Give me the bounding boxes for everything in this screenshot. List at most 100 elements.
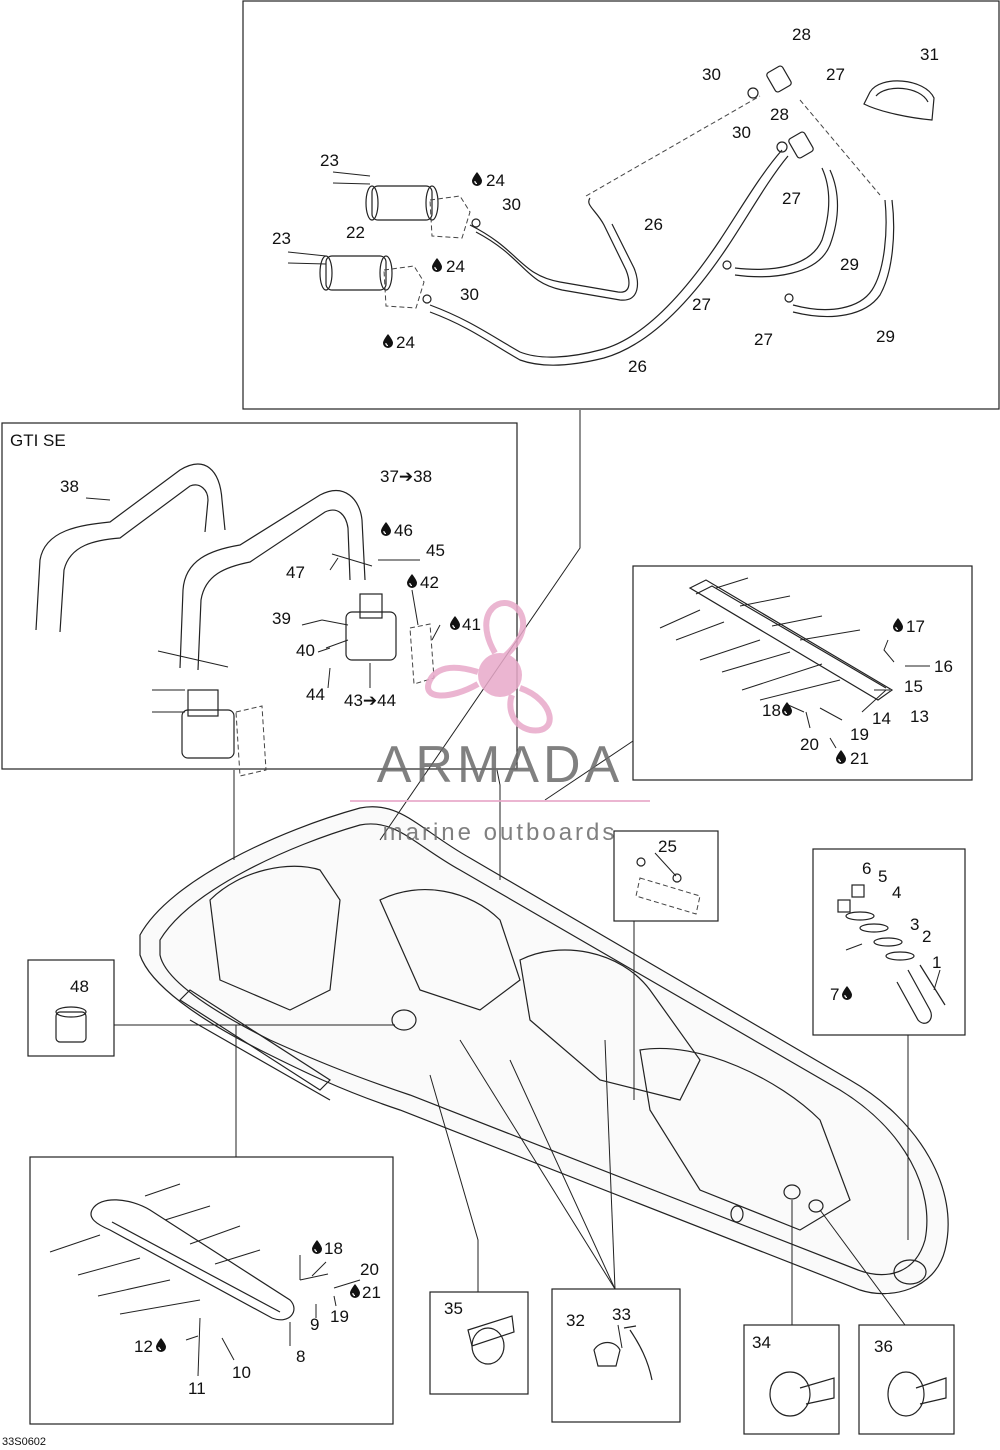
propeller-logo: [425, 600, 553, 734]
oil-drop-icon: [836, 750, 846, 764]
oil-drop-icon: [383, 334, 393, 348]
callout-30d: 30: [460, 285, 479, 304]
callout-14: 14: [872, 709, 891, 728]
callout-11: 11: [188, 1379, 206, 1398]
pump-lower: [319, 255, 425, 309]
box-part-1-7: [812, 848, 966, 1036]
callout-28a: 28: [792, 25, 811, 44]
callout-29b: 29: [876, 327, 895, 346]
box-part-25: [613, 830, 719, 922]
box-part-48: [27, 959, 115, 1057]
callout-45: 45: [426, 541, 445, 560]
callout-20a: 20: [800, 735, 819, 754]
brand-rule: [350, 800, 650, 802]
callout-30c: 30: [502, 195, 521, 214]
callout-18a: 18: [762, 701, 781, 720]
callout-24b: 24: [446, 257, 465, 276]
callout-10: 10: [232, 1363, 251, 1382]
box-gti-se: [1, 422, 518, 770]
callout-24c: 24: [396, 333, 415, 352]
callout-5: 5: [878, 867, 887, 886]
brand-name: ARMADA: [377, 736, 623, 794]
part-48-shape: [55, 1006, 87, 1043]
callout-12: 12: [134, 1337, 153, 1356]
callout-21b: 21: [362, 1283, 381, 1302]
rear-rail: [49, 1183, 329, 1377]
hull: [139, 806, 949, 1295]
part-34-shape: [769, 1371, 835, 1417]
hose-assembly: [287, 65, 935, 366]
callout-43-44: 43➔44: [344, 691, 396, 710]
callout-3: 3: [910, 915, 919, 934]
callout-41: 41: [462, 615, 481, 634]
oil-drop-icon: [381, 522, 391, 536]
part-36-shape: [887, 1371, 947, 1417]
callout-20b: 20: [360, 1260, 379, 1279]
part-35-shape: [467, 1315, 515, 1365]
callout-27b: 27: [782, 189, 801, 208]
oil-drop-icon: [450, 616, 460, 630]
callout-27c: 27: [692, 295, 711, 314]
callouts: 1 2 3 4 5 6 7 8 9 10 11 12 13 14 15 16 1…: [60, 25, 953, 1398]
oil-drop-icon: [782, 702, 792, 716]
callout-18b: 18: [324, 1239, 343, 1258]
callout-26a: 26: [644, 215, 663, 234]
part-32-33-shape: [593, 1325, 653, 1381]
callout-40: 40: [296, 641, 315, 660]
grab-handles: [35, 463, 366, 671]
callout-30b: 30: [732, 123, 751, 142]
callout-19b: 19: [330, 1307, 349, 1326]
box-rear-rail: [29, 1156, 394, 1425]
gti-se-label: GTI SE: [10, 431, 66, 450]
callout-23b: 23: [272, 229, 291, 248]
pump-upper: [365, 185, 471, 239]
callout-8: 8: [296, 1347, 305, 1366]
part-25-shape: [635, 857, 701, 915]
callout-25: 25: [658, 837, 677, 856]
callout-7: 7: [830, 985, 839, 1004]
callout-33: 33: [612, 1305, 631, 1324]
callout-35: 35: [444, 1299, 463, 1318]
box-front-rail: [632, 565, 973, 781]
part-1-7-shape: [837, 884, 946, 1024]
oil-drop-icon: [472, 172, 482, 186]
callout-29a: 29: [840, 255, 859, 274]
callout-4: 4: [892, 883, 901, 902]
callout-47: 47: [286, 563, 305, 582]
callout-39: 39: [272, 609, 291, 628]
oil-drop-icon: [432, 258, 442, 272]
callout-16: 16: [934, 657, 953, 676]
oil-drop-icon: [350, 1284, 360, 1298]
callout-32: 32: [566, 1311, 585, 1330]
callout-24a: 24: [486, 171, 505, 190]
callout-6: 6: [862, 859, 871, 878]
callout-13: 13: [910, 707, 929, 726]
callout-36: 36: [874, 1337, 893, 1356]
callout-34: 34: [752, 1333, 771, 1352]
callout-30a: 30: [702, 65, 721, 84]
callout-19a: 19: [850, 725, 869, 744]
oil-drop-icon: [156, 1338, 166, 1352]
callout-22: 22: [346, 223, 365, 242]
callout-28b: 28: [770, 105, 789, 124]
diagram-code: 33S0602: [2, 1436, 46, 1448]
callout-46: 46: [394, 521, 413, 540]
callout-42: 42: [420, 573, 439, 592]
oil-drop-icon: [407, 574, 417, 588]
box-top-hoses: [242, 0, 1000, 410]
callout-48: 48: [70, 977, 89, 996]
callout-44: 44: [306, 685, 325, 704]
oil-drop-icon: [893, 618, 903, 632]
callout-31: 31: [920, 45, 939, 64]
callout-38: 38: [60, 477, 79, 496]
brand-tagline: marine outboards: [383, 819, 618, 846]
callout-37-38: 37➔38: [380, 467, 432, 486]
callout-27a: 27: [826, 65, 845, 84]
leader-lines: [85, 410, 941, 1361]
callout-9: 9: [310, 1315, 319, 1334]
box-part-35: [429, 1291, 529, 1395]
callout-1: 1: [932, 953, 941, 972]
callout-23a: 23: [320, 151, 339, 170]
callout-21a: 21: [850, 749, 869, 768]
